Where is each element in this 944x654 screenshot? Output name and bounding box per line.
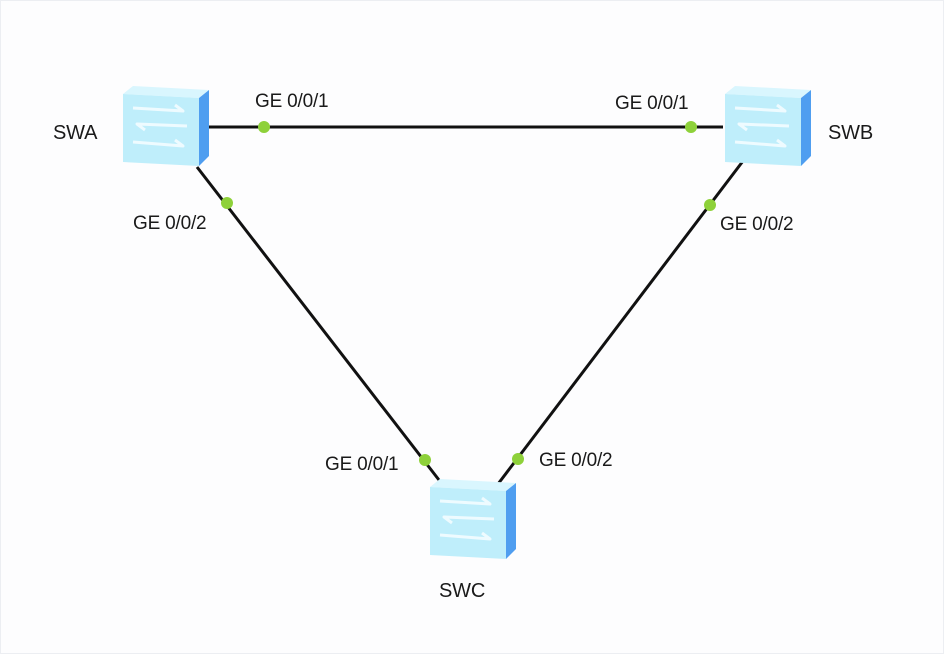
port-label-swb-ge1: GE 0/0/1 (615, 93, 689, 114)
switch-swb[interactable] (721, 84, 813, 172)
port-dot-swa-ge1[interactable] (258, 121, 270, 133)
port-label-swa-ge1: GE 0/0/1 (255, 91, 329, 112)
port-label-swb-ge2: GE 0/0/2 (720, 214, 794, 235)
switch-icon (430, 479, 516, 559)
port-dot-swb-ge2[interactable] (704, 199, 716, 211)
link-swb-swc[interactable] (496, 160, 745, 485)
device-label-swc: SWC (439, 580, 486, 602)
switch-icon (725, 86, 811, 166)
link-swa-swc[interactable] (195, 166, 441, 481)
port-dot-swb-ge1[interactable] (685, 121, 697, 133)
port-dot-swc-ge2[interactable] (512, 453, 524, 465)
switch-swa[interactable] (119, 84, 211, 172)
device-label-swb: SWB (828, 122, 873, 144)
port-dot-swc-ge1[interactable] (419, 454, 431, 466)
port-dot-swa-ge2[interactable] (221, 197, 233, 209)
port-label-swc-ge1: GE 0/0/1 (325, 454, 399, 475)
switch-swc[interactable] (426, 477, 518, 565)
device-label-swa: SWA (53, 122, 98, 144)
port-label-swc-ge2: GE 0/0/2 (539, 450, 613, 471)
port-label-swa-ge2: GE 0/0/2 (133, 213, 207, 234)
switch-icon (123, 86, 209, 166)
